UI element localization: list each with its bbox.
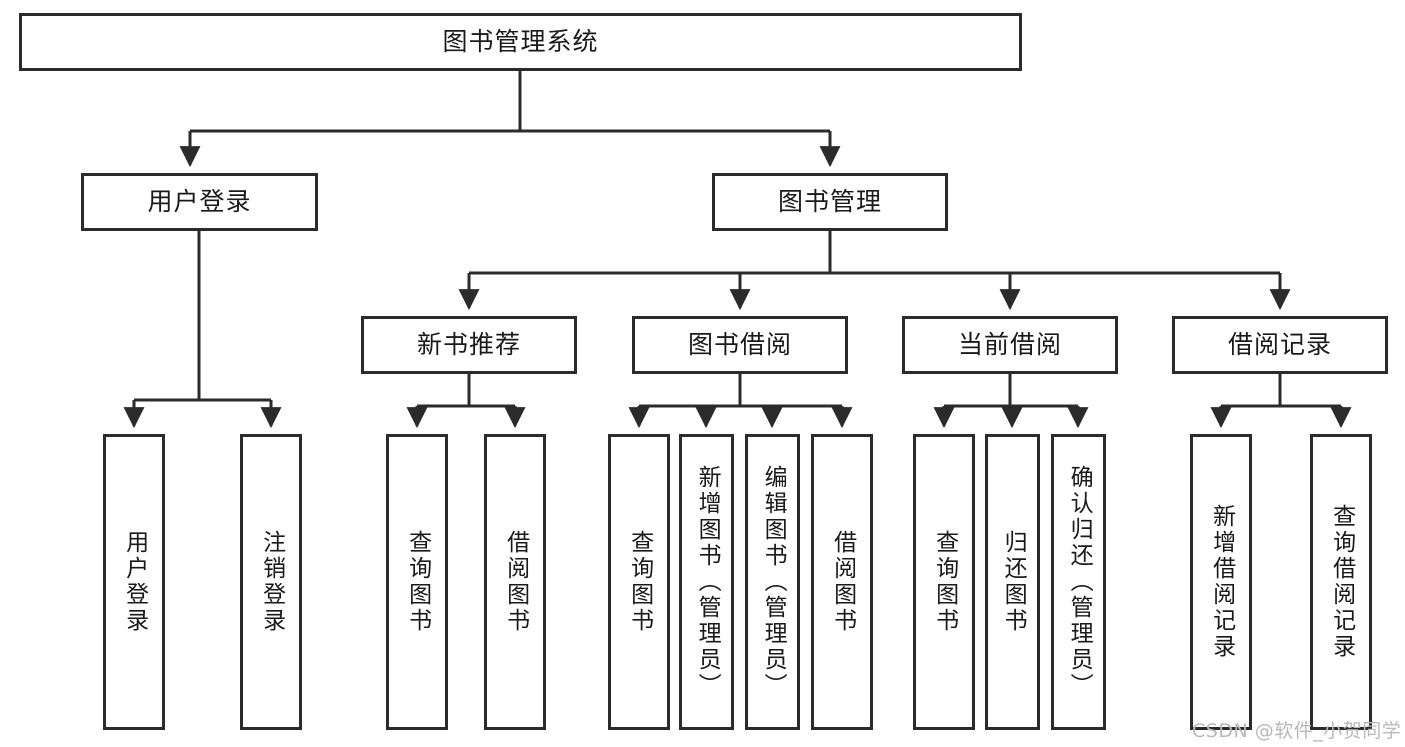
node-leaf-logout[interactable]: 注销登录: [240, 434, 302, 730]
node-book-manage-label: 图书管理: [777, 187, 882, 217]
node-leaf-query-book-borrow-label: 查询图书: [626, 530, 653, 634]
node-leaf-query-book-rec[interactable]: 查询图书: [386, 434, 448, 730]
node-leaf-confirm-return-label: 确认归还（管理员）: [1066, 465, 1093, 699]
node-new-book-rec-label: 新书推荐: [416, 330, 521, 360]
node-book-manage[interactable]: 图书管理: [712, 173, 948, 231]
node-root-label: 图书管理系统: [442, 27, 599, 57]
node-user-login[interactable]: 用户登录: [81, 173, 318, 231]
node-leaf-user-login[interactable]: 用户登录: [103, 434, 165, 730]
node-borrow-record[interactable]: 借阅记录: [1172, 316, 1388, 374]
node-book-borrow-label: 图书借阅: [687, 330, 792, 360]
node-leaf-query-book-borrow[interactable]: 查询图书: [608, 434, 670, 730]
node-leaf-return-book-label: 归还图书: [1000, 530, 1027, 634]
node-root[interactable]: 图书管理系统: [19, 13, 1022, 71]
node-leaf-add-record-label: 新增借阅记录: [1208, 504, 1235, 660]
node-leaf-add-record[interactable]: 新增借阅记录: [1190, 434, 1252, 730]
node-leaf-edit-book-label: 编辑图书（管理员）: [760, 465, 787, 699]
node-new-book-rec[interactable]: 新书推荐: [361, 316, 577, 374]
node-leaf-confirm-return[interactable]: 确认归还（管理员）: [1051, 434, 1106, 730]
node-leaf-edit-book[interactable]: 编辑图书（管理员）: [745, 434, 800, 730]
node-leaf-return-book[interactable]: 归还图书: [985, 434, 1040, 730]
node-leaf-borrow-book-rec-label: 借阅图书: [502, 530, 529, 634]
node-leaf-query-record-label: 查询借阅记录: [1328, 504, 1355, 660]
node-leaf-query-book-rec-label: 查询图书: [404, 530, 431, 634]
node-leaf-borrow-book-rec[interactable]: 借阅图书: [484, 434, 546, 730]
node-leaf-add-book[interactable]: 新增图书（管理员）: [679, 434, 734, 730]
node-leaf-query-record[interactable]: 查询借阅记录: [1310, 434, 1372, 730]
node-leaf-query-book-cur[interactable]: 查询图书: [913, 434, 975, 730]
node-user-login-label: 用户登录: [147, 187, 252, 217]
node-leaf-query-book-cur-label: 查询图书: [931, 530, 958, 634]
node-borrow-record-label: 借阅记录: [1227, 330, 1332, 360]
node-leaf-user-login-label: 用户登录: [121, 530, 148, 634]
node-book-borrow[interactable]: 图书借阅: [632, 316, 848, 374]
watermark: CSDN @软件_小贺同学: [1192, 720, 1402, 742]
node-leaf-borrow-book[interactable]: 借阅图书: [811, 434, 873, 730]
node-leaf-logout-label: 注销登录: [258, 530, 285, 634]
node-leaf-add-book-label: 新增图书（管理员）: [694, 465, 721, 699]
node-leaf-borrow-book-label: 借阅图书: [829, 530, 856, 634]
node-current-borrow-label: 当前借阅: [957, 330, 1062, 360]
node-current-borrow[interactable]: 当前借阅: [902, 316, 1118, 374]
